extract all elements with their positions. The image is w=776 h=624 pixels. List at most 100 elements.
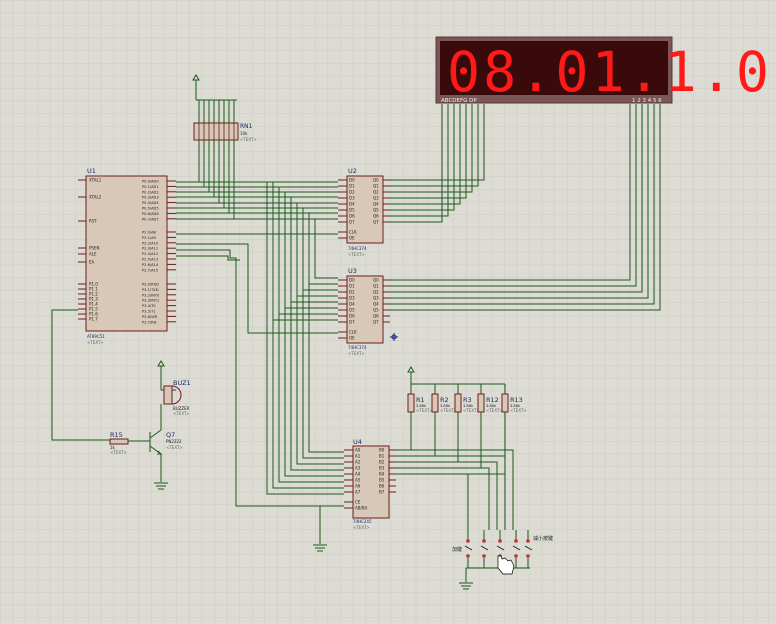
u4-left-pin-label: A1 — [355, 454, 361, 459]
u3-right-pin-label: Q1 — [373, 284, 379, 289]
key-switch-blade — [524, 545, 533, 551]
display-pins — [441, 104, 661, 110]
u2-right-pin-label: Q2 — [373, 190, 379, 195]
resistor-text-tag: <TEXT> — [416, 408, 433, 413]
u3-left-pin-label: OE — [349, 336, 355, 341]
key-switch-row[interactable]: 加键 减小按键 — [452, 530, 553, 568]
display-segment-labels: ABCDEFG DP — [441, 98, 477, 104]
u1-right-pin-label: P3.6/WR — [142, 315, 158, 319]
u1-right-pin-label: P0.3/AD3 — [142, 196, 159, 200]
buz1-part: BUZZER — [173, 406, 190, 411]
u4-left-pin-label: A5 — [355, 478, 361, 483]
u1-right-pins: P0.0/AD0P0.1/AD1P0.2/AD2P0.3/AD3P0.4/AD4… — [142, 180, 176, 324]
u3-left-pin-label: D5 — [349, 308, 355, 313]
u2-left-pin-label: D7 — [349, 220, 355, 225]
u3-latch[interactable]: U3 74HC374 <TEXT> D0D1D2D3D4D5D6D7CLKOEQ… — [338, 267, 390, 356]
u1-left-pins: XTAL1XTAL2RSTPSENALEEAP1.0P1.1P1.2P1.3P1… — [78, 178, 102, 322]
key-switch-contact-icon — [526, 554, 530, 558]
u2-right-pin-label: Q0 — [373, 178, 379, 183]
u3-left-pin-label: D3 — [349, 296, 355, 301]
u1-left-pin-label: P1.7 — [89, 317, 98, 322]
u1-left-pin-label: P1.1 — [89, 287, 98, 292]
u2-left-pin-label: D2 — [349, 190, 355, 195]
u3-left-pin-label: D1 — [349, 284, 355, 289]
u4-left-pin-label: A6 — [355, 484, 361, 489]
key-switch-contact-icon — [498, 539, 502, 543]
u4-left-pin-label: A2 — [355, 460, 361, 465]
u1-left-pin-label: P1.3 — [89, 297, 98, 302]
u4-right-pin-label: B1 — [379, 454, 385, 459]
resistor-value: 3.88k — [440, 404, 451, 408]
resistor-ref: R3 — [463, 396, 472, 404]
key-switch-blade — [496, 545, 505, 551]
buz1-buzzer[interactable]: BUZ1 BUZZER <TEXT> — [163, 379, 191, 416]
u1-right-pin-label: P0.0/AD0 — [142, 180, 159, 184]
u2-latch[interactable]: U2 74HC374 <TEXT> D0D1D2D3D4D5D6D7CLKOEQ… — [338, 167, 390, 257]
u2-ref: U2 — [348, 167, 357, 175]
u3-left-pin-label: D2 — [349, 290, 355, 295]
r15-ref: R15 — [110, 431, 123, 439]
rn1-value: 10k — [240, 131, 248, 136]
u4-buffer[interactable]: U4 74HC245 <TEXT> A0A1A2A3A4A5A6A7CEAB/B… — [344, 438, 396, 530]
resistor-body — [407, 393, 415, 413]
u3-right-pin-label: Q2 — [373, 290, 379, 295]
probe-marker-icon — [390, 333, 398, 341]
key-switch-contact-icon — [514, 554, 518, 558]
u1-left-pin-label: P1.5 — [89, 307, 98, 312]
u1-left-pin-label: EA — [89, 260, 95, 265]
u3-ref: U3 — [348, 267, 357, 275]
u2-right-pin-label: Q3 — [373, 196, 379, 201]
u1-left-pin-label: XTAL2 — [89, 195, 102, 200]
resistor-text-tag: <TEXT> — [463, 408, 480, 413]
u1-right-pin-label: P2.0/A8 — [142, 231, 157, 235]
u2-left-pin-label: D6 — [349, 214, 355, 219]
u4-text-tag: <TEXT> — [353, 525, 370, 530]
u2-left-pin-label: D0 — [349, 178, 355, 183]
u1-right-pin-label: P2.3/A11 — [142, 247, 158, 251]
resistor-value: 3.88k — [416, 404, 427, 408]
u3-left-pin-label: D0 — [349, 278, 355, 283]
u1-right-pin-label: P2.4/A12 — [142, 252, 158, 256]
u1-left-pin-label: P1.0 — [89, 282, 98, 287]
u4-left-pin-label: CE — [355, 500, 361, 505]
u4-right-pin-label: B5 — [379, 478, 385, 483]
resistor-value: 3.88k — [486, 404, 497, 408]
u2-left-pin-label: CLK — [349, 230, 357, 235]
u2-left-pin-label: D4 — [349, 202, 355, 207]
u1-right-pin-label: P3.1/TXD — [142, 288, 159, 292]
buz1-ref: BUZ1 — [173, 379, 191, 387]
seven-segment-display[interactable]: 08.01.1.0. ABCDEFG DP 1 2 3 4 5 6 — [435, 36, 776, 110]
rn1-text-tag: <TEXT> — [240, 137, 257, 142]
u1-right-pin-label: P0.5/AD5 — [142, 207, 159, 211]
u4-right-pin-label: B4 — [379, 472, 385, 477]
u4-right-pin-label: B2 — [379, 460, 385, 465]
resistor-value: 3.88k — [463, 404, 474, 408]
key-switch-blade — [480, 545, 489, 551]
q7-transistor[interactable] — [149, 404, 168, 490]
u2-right-pin-label: Q5 — [373, 208, 379, 213]
u1-right-pin-label: P2.7/A15 — [142, 268, 158, 272]
rn1-resistor-network[interactable]: RN1 10k <TEXT> — [193, 122, 257, 142]
u1-left-pin-label: PSEN — [89, 246, 99, 251]
u4-ref: U4 — [353, 438, 362, 446]
key-switch-contact-icon — [526, 539, 530, 543]
rn1-ref: RN1 — [240, 123, 253, 130]
u2-right-pin-label: Q1 — [373, 184, 379, 189]
u1-left-pin-label: P1.6 — [89, 312, 98, 317]
u1-microcontroller[interactable]: U1 AT89C51 <TEXT> XTAL1XTAL2RSTPSENALEEA… — [78, 167, 176, 345]
resistor-text-tag: <TEXT> — [440, 408, 457, 413]
u1-left-pin-label: XTAL1 — [89, 178, 102, 183]
u1-left-pin-label: ALE — [89, 252, 97, 257]
key-switch-contact-icon — [514, 539, 518, 543]
pullup-resistors[interactable]: R13.88k<TEXT>R23.88k<TEXT>R33.88k<TEXT>R… — [407, 384, 527, 413]
u2-right-pin-label: Q4 — [373, 202, 379, 207]
u2-left-pin-label: D5 — [349, 208, 355, 213]
u2-text-tag: <TEXT> — [348, 252, 365, 257]
key-switch-blade — [464, 545, 473, 551]
resistor-body — [431, 393, 439, 413]
key-switch-contact-icon — [466, 539, 470, 543]
u3-right-pin-label: Q4 — [373, 302, 379, 307]
resistor-value: 3.88k — [510, 404, 521, 408]
